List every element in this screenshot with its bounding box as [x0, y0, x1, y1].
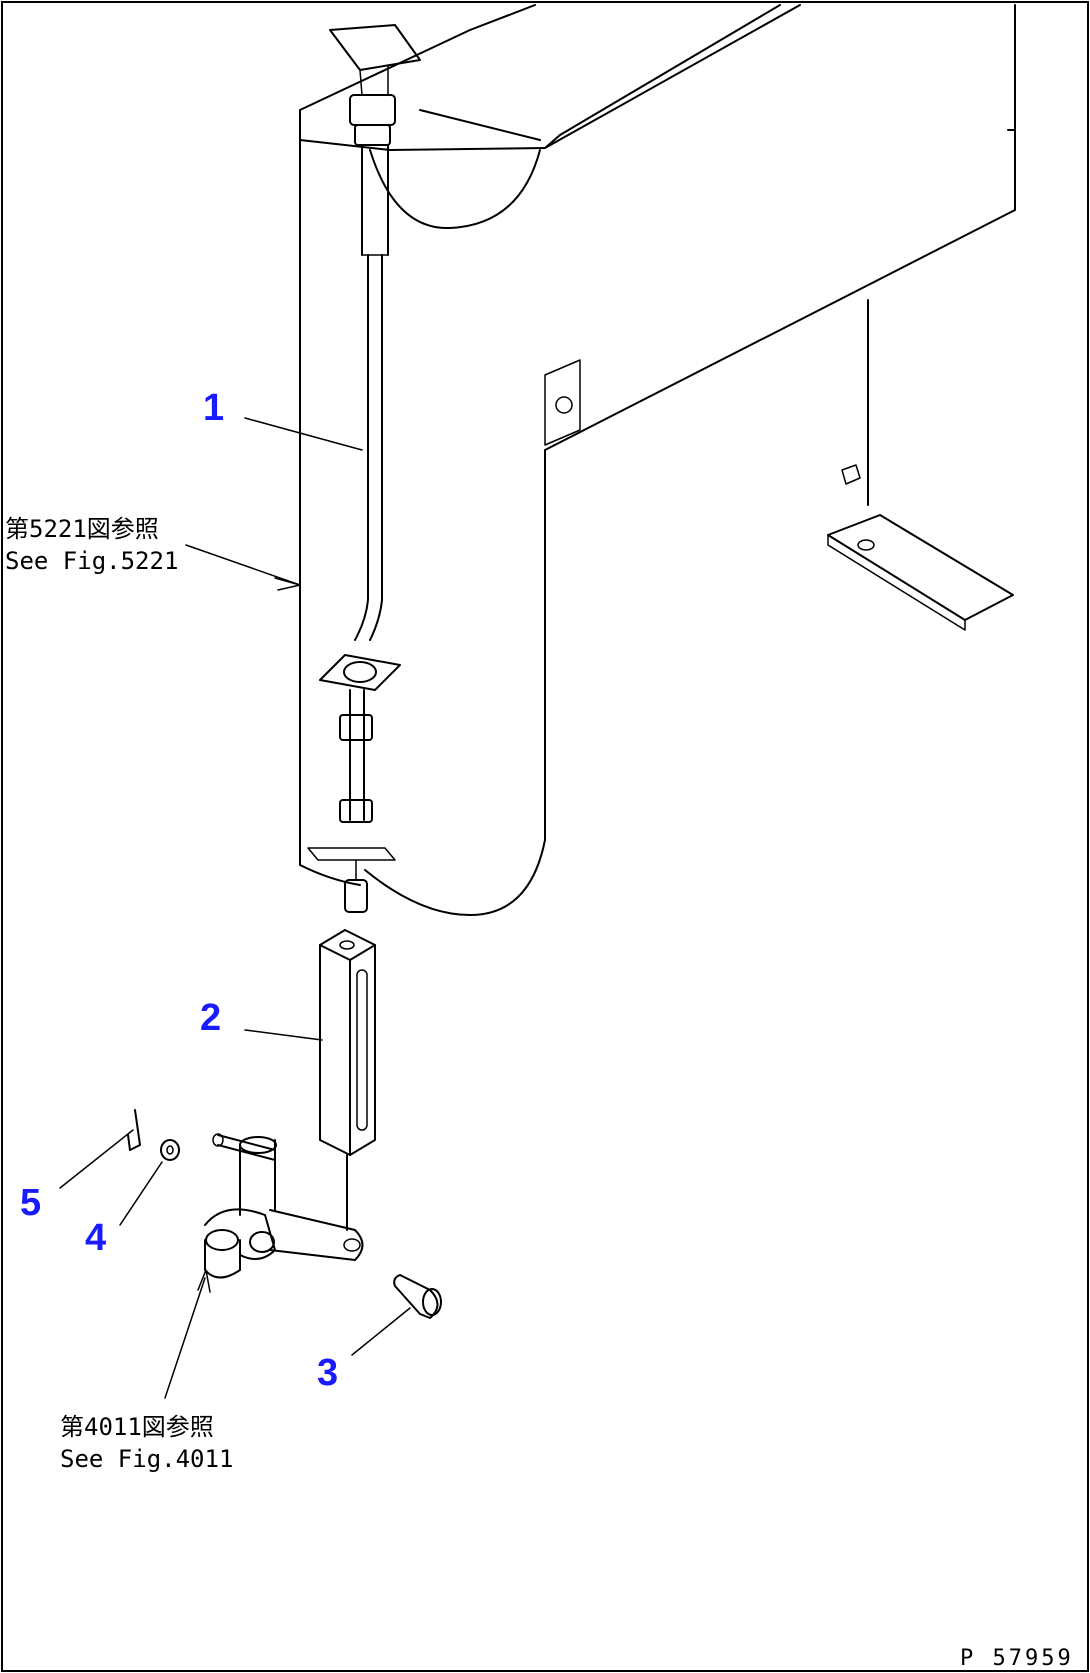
clevis-pin — [393, 1274, 442, 1319]
ref-lower-en: See Fig.4011 — [60, 1445, 233, 1473]
housing — [299, 4, 1016, 916]
callout-1: 1 — [203, 387, 224, 429]
callout-2: 2 — [200, 997, 221, 1039]
ref-upper-en: See Fig.5221 — [5, 547, 178, 575]
cotter-pin — [127, 1109, 141, 1151]
leader-lines — [59, 417, 411, 1399]
callout-5: 5 — [20, 1182, 41, 1224]
lever-assembly — [204, 1133, 364, 1279]
callout-4: 4 — [85, 1217, 106, 1259]
cable-assembly — [307, 24, 421, 913]
slotted-bar — [319, 929, 376, 1231]
ref-lower-jp: 第4011図参照 — [60, 1413, 214, 1441]
washer — [160, 1139, 180, 1161]
ref-upper-jp: 第5221図参照 — [5, 515, 159, 543]
drawing-code: P 57959 — [960, 1646, 1074, 1671]
callout-3: 3 — [317, 1352, 338, 1394]
